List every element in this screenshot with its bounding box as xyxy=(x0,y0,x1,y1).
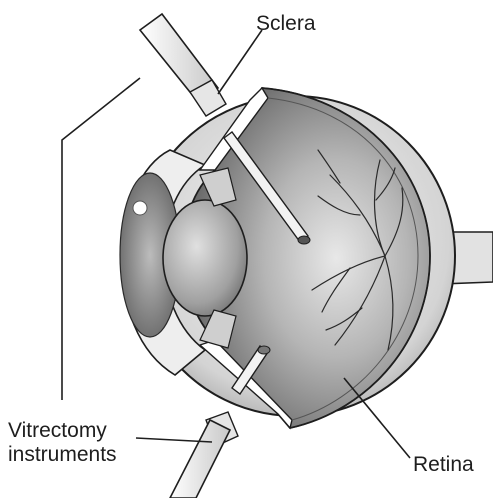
lens xyxy=(163,200,247,316)
retina-label: Retina xyxy=(413,453,474,476)
upper-instrument-handle xyxy=(140,14,226,116)
lower-instrument-handle xyxy=(170,412,238,498)
vitrectomy-instruments-label-line2: instruments xyxy=(8,443,117,466)
sclera-leader-line xyxy=(218,30,262,94)
sclera-label: Sclera xyxy=(256,12,316,35)
vitrectomy-instruments-label-line1: Vitrectomy xyxy=(8,419,107,442)
